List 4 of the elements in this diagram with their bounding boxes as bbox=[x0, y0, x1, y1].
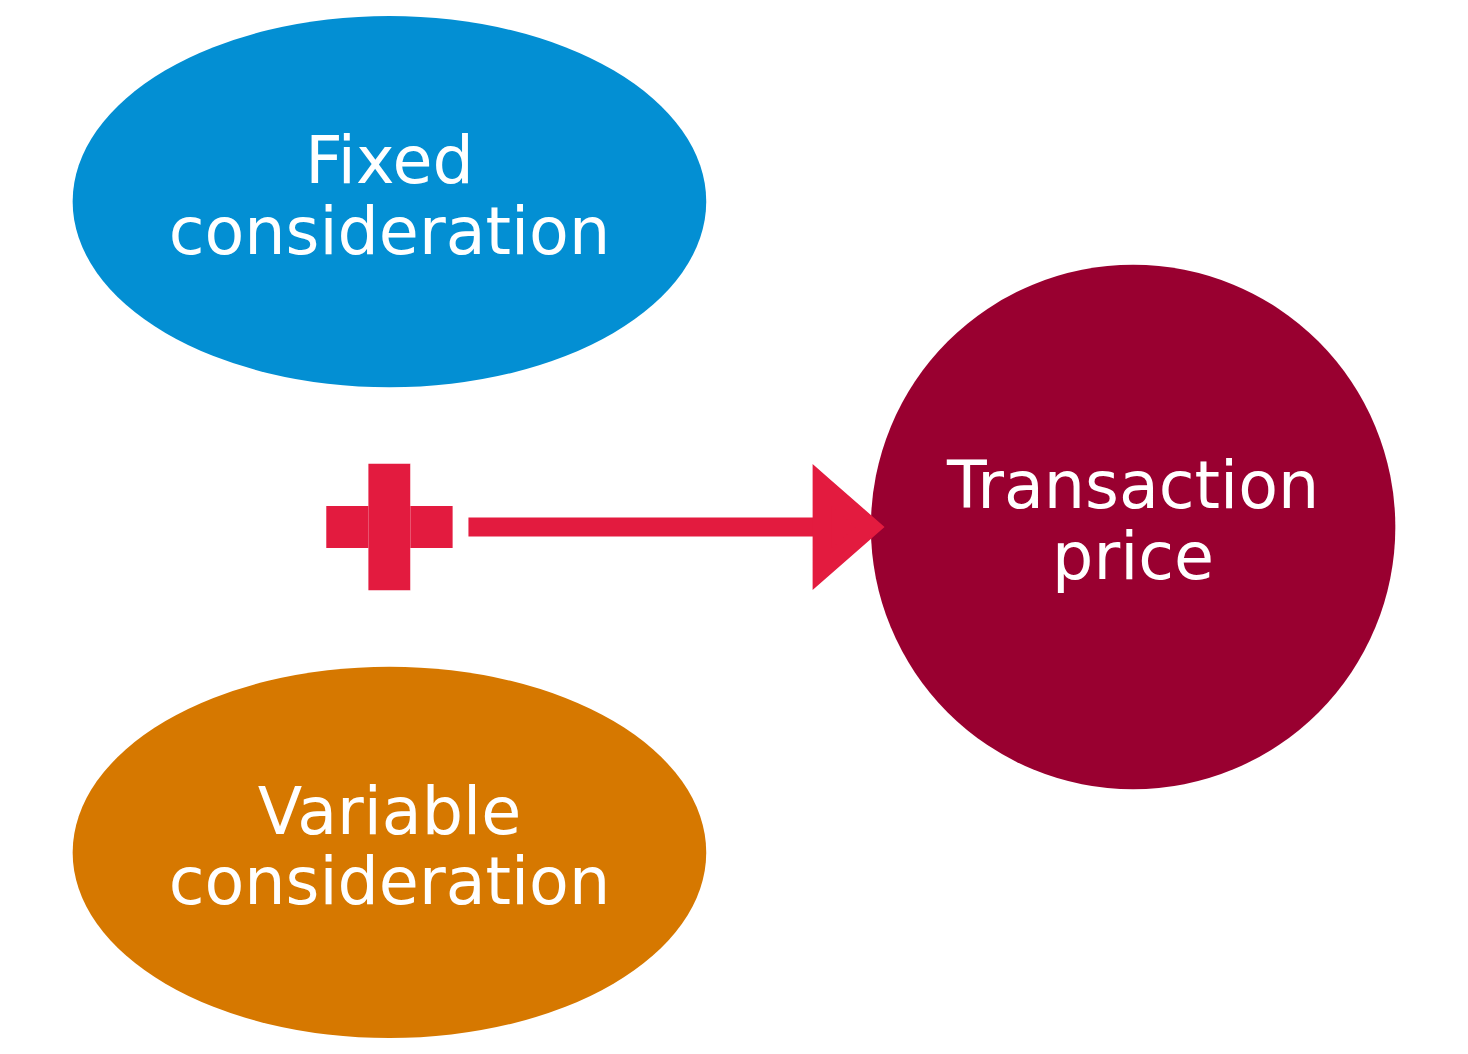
node-circle: Transaction price bbox=[870, 264, 1396, 790]
node-ellipse: Variable consideration bbox=[72, 666, 707, 1039]
arrow bbox=[468, 464, 885, 590]
node-ellipse: Fixed consideration bbox=[72, 15, 707, 388]
